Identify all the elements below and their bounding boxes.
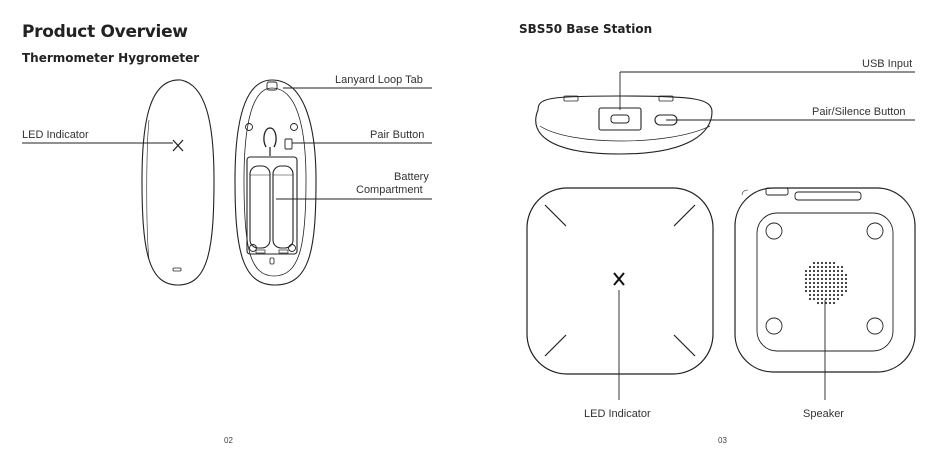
label-lanyard-loop-tab: Lanyard Loop Tab [335,74,423,86]
label-pair-silence-button: Pair/Silence Button [812,106,906,118]
label-pair-button: Pair Button [370,129,424,141]
hygrometer-front-body [142,80,214,285]
label-led-indicator-left: LED Indicator [22,129,89,141]
page-number-left: 02 [224,436,233,445]
label-usb-input: USB Input [862,58,912,70]
label-compartment: Compartment [356,184,423,196]
label-battery: Battery [394,171,429,183]
label-speaker: Speaker [803,408,844,420]
base-station-side [536,96,712,154]
page-number-right: 03 [718,436,727,445]
speaker-grille [805,262,847,304]
led-x-mark [173,140,183,151]
label-led-indicator-right: LED Indicator [584,408,651,420]
